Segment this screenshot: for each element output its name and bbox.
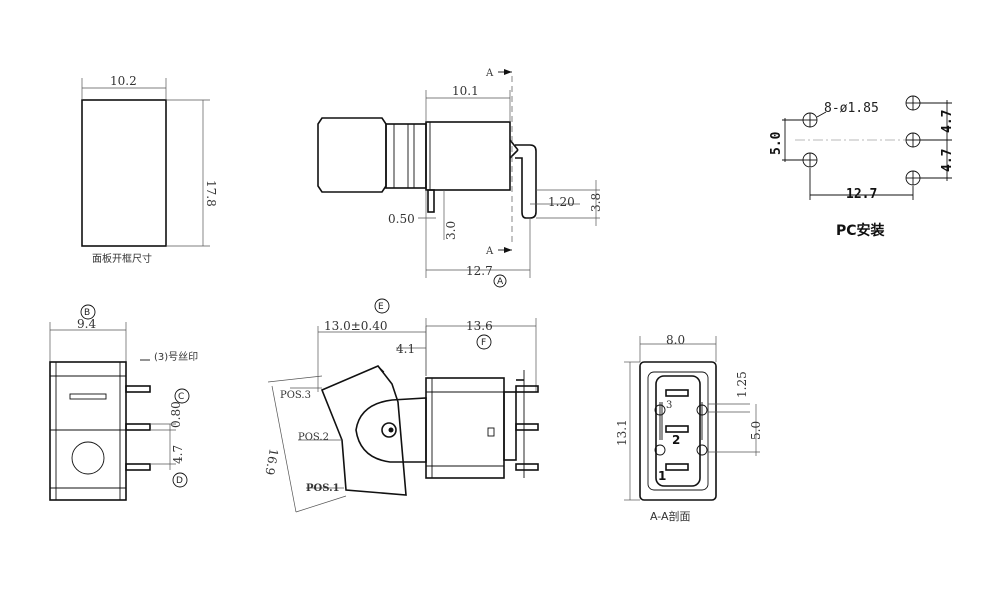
front-callout-d: D [176,476,183,486]
rocker-dim-41: 4.1 [396,342,415,356]
section-outline [639,361,717,501]
body-callout-f: F [481,338,486,348]
pcb-hole-label: 8-ø1.85 [824,101,879,116]
front-terminal-1 [125,385,151,393]
panel-width-dim: 10.2 [110,74,137,88]
section-aa-view: 8.0 3 2 1 13.1 1.25 5.0 A-A剖面 [615,333,763,523]
panel-height-dim: 17.8 [204,180,218,207]
side-view: 10.1 A A 0.50 3.0 1.20 3.8 12.7 A [317,68,603,288]
switch-body-side [425,121,511,191]
section-terminal-2: 2 [672,433,680,447]
front-indicator-circle [71,441,105,475]
section-marker-a-top: A [485,68,494,79]
rocker-dim-169: 16.9 [262,447,280,476]
body-terminal-1 [515,385,539,393]
front-view: B 9.4 (3)号丝印 C 0.80 4.7 D [49,304,198,501]
front-dim-47: 4.7 [171,445,185,464]
side-dim-top: 10.1 [452,84,479,98]
section-slot-1 [665,463,689,471]
pcb-caption: PC安装 [836,222,886,239]
front-terminal-2 [125,423,151,431]
panel-cutout-rect [81,99,167,247]
side-dim-120: 1.20 [548,195,575,209]
body-dim-136: 13.6 [466,319,493,333]
side-dim-30: 3.0 [444,221,458,240]
section-slot-2 [665,425,689,433]
pcb-layout-view: 8-ø1.85 5.0 4.7 4.7 12.7 PC安装 [769,95,955,239]
pcb-dim-127: 12.7 [846,187,877,202]
rocker-pos3: POS.3 [280,390,311,401]
section-terminal-3: 3 [666,400,672,411]
side-callout: A [497,277,504,287]
section-dim-50: 5.0 [749,421,763,440]
body-view: 13.6 F [425,318,539,479]
pcb-hole-right-bottom [905,170,921,186]
pcb-dim-47-b: 4.7 [940,149,955,172]
front-note: (3)号丝印 [154,351,198,363]
panel-cutout-caption: 面板开框尺寸 [92,252,152,265]
rocker-callout-e: E [378,302,384,312]
pcb-hole-left-bottom [802,152,818,168]
section-caption: A-A剖面 [650,509,691,523]
side-dim-38: 3.8 [589,193,603,212]
section-dim-80: 8.0 [666,333,685,347]
pcb-hole-left-top [802,112,818,128]
pcb-dim-47-a: 4.7 [940,110,955,133]
rocker-actuator [320,365,407,496]
front-callout-c: C [178,392,184,402]
section-terminal-1: 1 [658,469,666,483]
front-outline [49,361,127,501]
pcb-hole-right-mid [905,132,921,148]
rocker-dim-13: 13.0±0.40 [324,319,388,333]
rocker-cap-side [317,117,387,193]
front-width-dim: 9.4 [77,317,96,331]
rocker-view: E 13.0±0.40 4.1 16.9 POS.3 POS.2 POS.1 [262,298,427,513]
panel-cutout-view: 10.2 17.8 面板开框尺寸 [81,74,218,265]
pcb-hole-right-top [905,95,921,111]
rocker-pos2: POS.2 [298,432,329,443]
front-terminal-3 [125,463,151,471]
rocker-pos1: POS.1 [306,483,340,494]
side-dim-050: 0.50 [388,212,415,226]
front-callout-b: B [84,308,90,318]
section-dim-125: 1.25 [735,371,749,398]
side-dim-bottom: 12.7 [466,264,493,278]
section-slot-3 [665,389,689,397]
front-dim-080: 0.80 [169,401,183,428]
section-dim-131: 13.1 [615,419,629,446]
pcb-dim-50: 5.0 [769,131,784,155]
front-marking-bar [69,393,107,400]
section-marker-a-bottom: A [485,246,494,257]
body-terminal-3 [515,463,539,471]
body-terminal-2 [515,423,539,431]
bent-terminal [515,144,537,219]
